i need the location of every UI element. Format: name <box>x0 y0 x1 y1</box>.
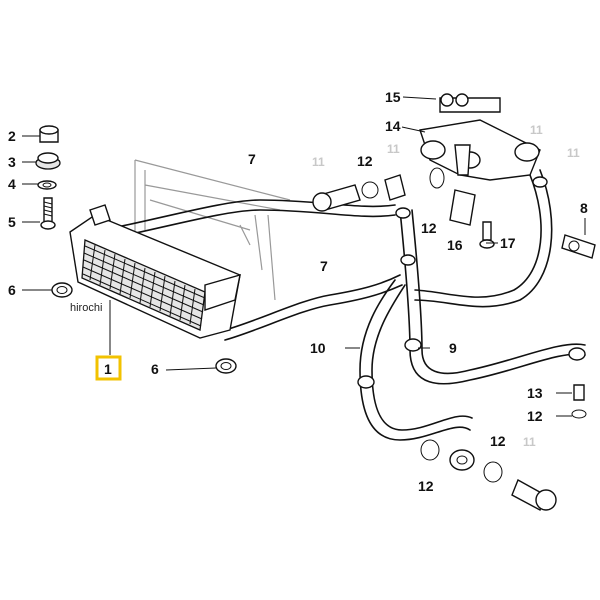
callout-11-e: 11 <box>523 435 536 449</box>
callout-14: 14 <box>385 118 401 134</box>
callout-7a: 7 <box>248 151 256 167</box>
bracket-15 <box>439 93 501 113</box>
seal-ring-12-bottom-left <box>420 439 440 461</box>
hose-clamp-6a <box>51 282 73 298</box>
callout-13: 13 <box>527 385 543 401</box>
banjo-bolt-bottom <box>511 479 557 512</box>
callout-9: 9 <box>449 340 457 356</box>
oil-hose-right-loop <box>414 169 553 308</box>
callout-6a: 6 <box>8 282 16 298</box>
frame-outline <box>134 159 291 301</box>
callout-12-top: 12 <box>357 153 373 169</box>
bolt-5 <box>40 197 56 230</box>
oil-hose-9 <box>399 209 586 385</box>
callout-4: 4 <box>8 176 16 192</box>
seal-ring-12-bottom-right <box>483 461 503 483</box>
thermostat-housing-14 <box>419 119 541 181</box>
adapter-top <box>384 174 406 201</box>
banjo-fitting-bottom <box>449 449 475 471</box>
callout-1: 1 <box>104 361 112 377</box>
callout-2: 2 <box>8 128 16 144</box>
leader-lines <box>22 96 586 417</box>
callout-15: 15 <box>385 89 401 105</box>
callout-11-a: 11 <box>312 155 325 169</box>
watermark-text: hirochi <box>70 302 102 314</box>
rubber-bushing-3 <box>35 152 61 170</box>
adapter-13 <box>573 384 585 401</box>
callout-16: 16 <box>447 237 463 253</box>
callout-11-c: 11 <box>530 123 543 137</box>
hose-clip-8 <box>561 234 596 259</box>
callout-12-bottom-right: 12 <box>490 433 506 449</box>
callout-5: 5 <box>8 214 16 230</box>
callout-8: 8 <box>580 200 588 216</box>
callout-6b: 6 <box>151 361 159 377</box>
oil-cooler-radiator <box>69 204 241 339</box>
oil-hose-7-lower <box>224 274 403 341</box>
bracket-16 <box>449 189 476 226</box>
hose-fittings <box>357 176 586 389</box>
callout-17: 17 <box>500 235 516 251</box>
oil-hose-10 <box>359 279 473 441</box>
selected-part-highlight <box>95 355 122 381</box>
hose-clamp-6b <box>215 358 237 374</box>
seal-ring-12-mid <box>429 167 445 189</box>
callout-12-bottom-left: 12 <box>418 478 434 494</box>
washer-4 <box>37 180 57 190</box>
rubber-mount-2 <box>39 125 59 143</box>
callout-3: 3 <box>8 154 16 170</box>
callout-11-d: 11 <box>567 146 580 160</box>
callout-12-mid: 12 <box>421 220 437 236</box>
callout-10: 10 <box>310 340 326 356</box>
seal-ring-12-top <box>361 181 379 199</box>
screw-17 <box>479 221 495 249</box>
callout-12-right: 12 <box>527 408 543 424</box>
callout-7b: 7 <box>320 258 328 274</box>
seal-ring-12-right <box>571 409 587 419</box>
callout-11-b: 11 <box>387 142 400 156</box>
banjo-bolt-top <box>312 184 361 212</box>
